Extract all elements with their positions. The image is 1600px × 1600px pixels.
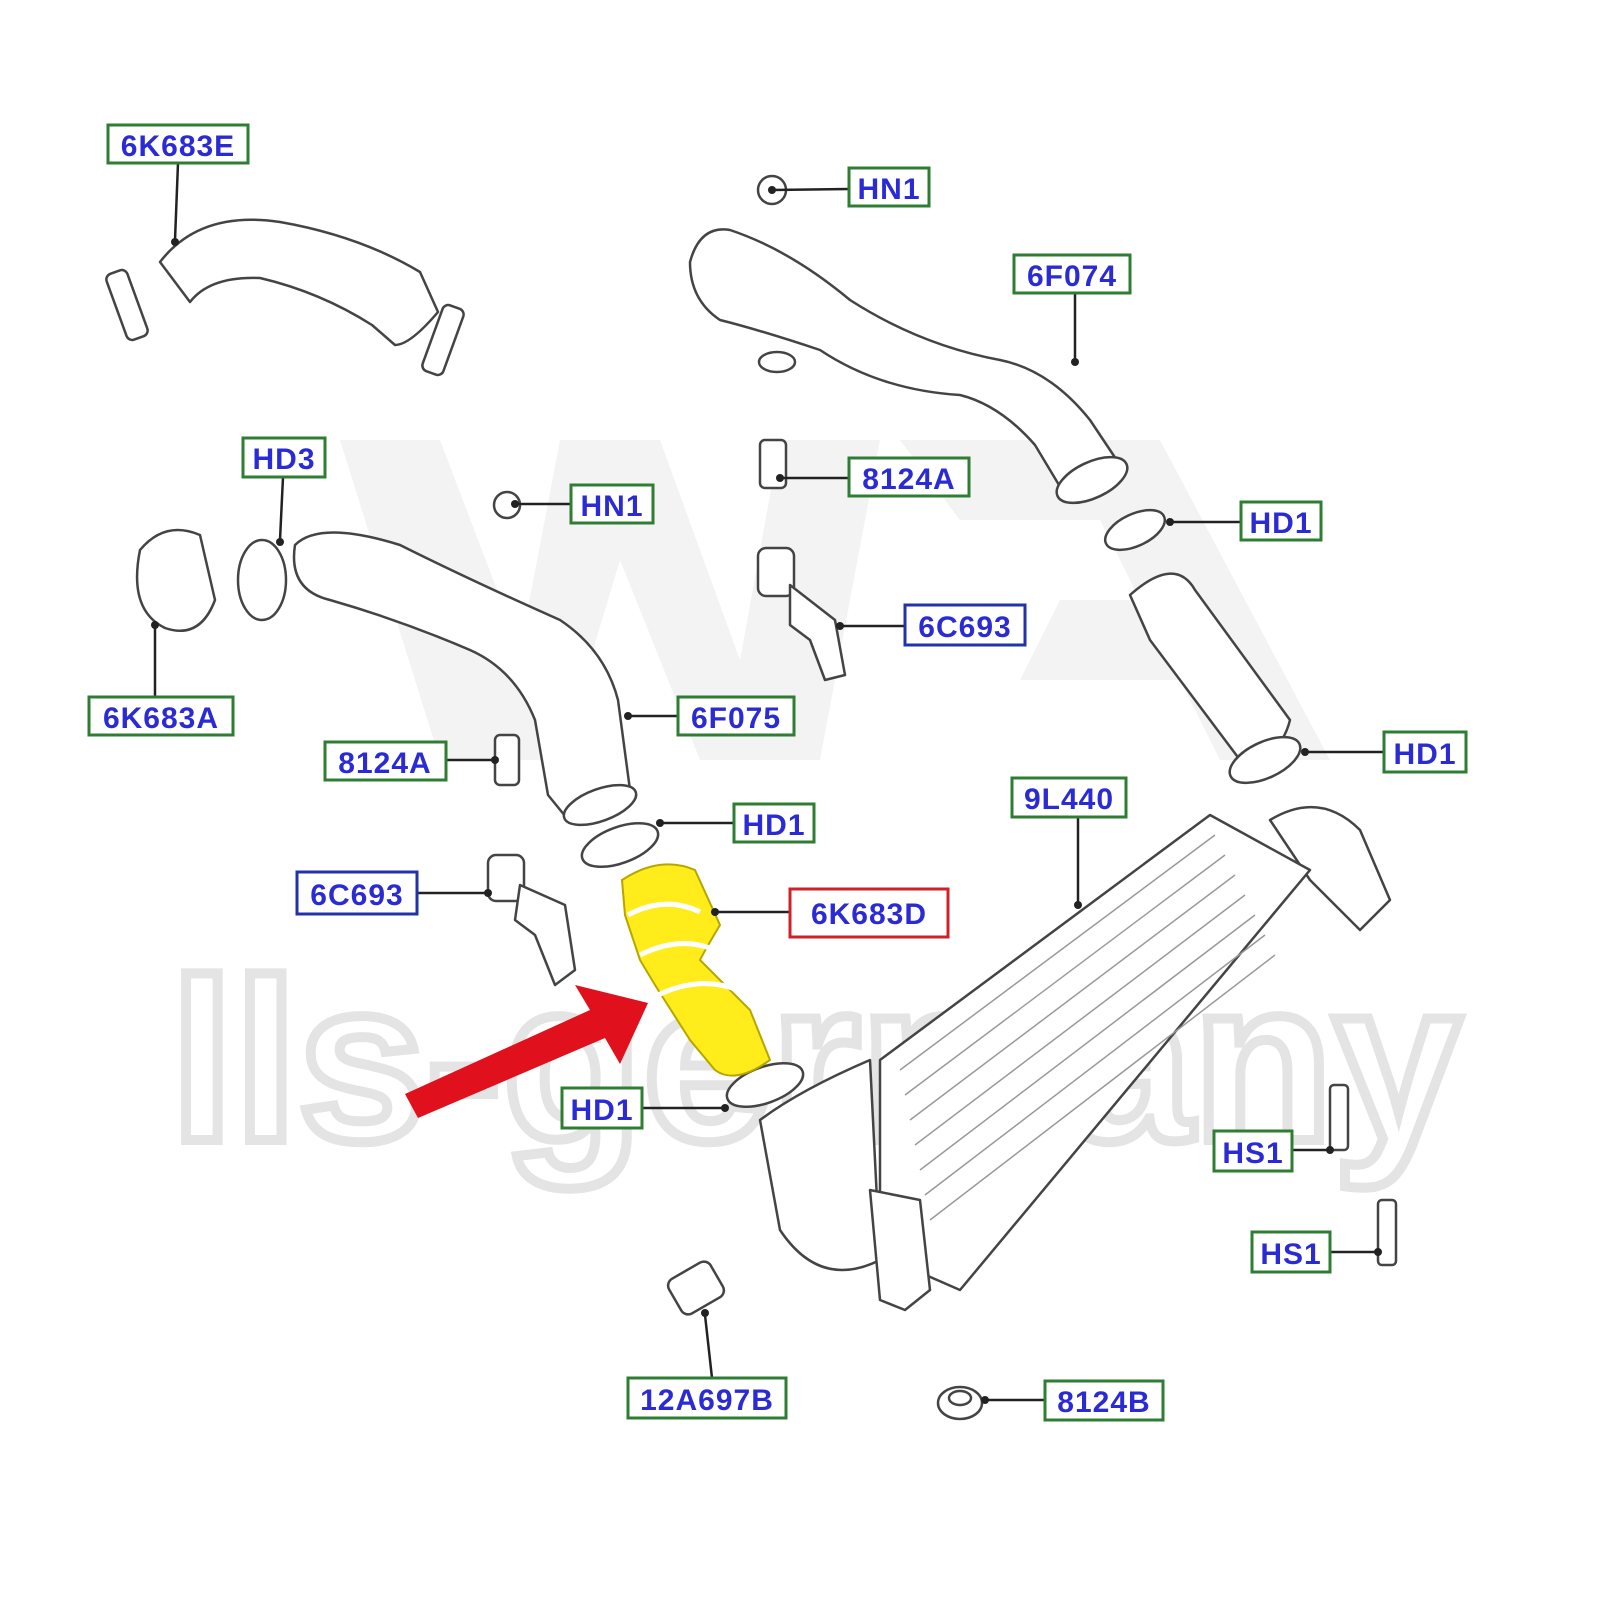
svg-text:8124B: 8124B bbox=[1057, 1386, 1150, 1419]
label-6c693-right[interactable]: 6C693 bbox=[903, 603, 1027, 647]
svg-text:HN1: HN1 bbox=[857, 173, 920, 206]
label-6c693-left[interactable]: 6C693 bbox=[295, 870, 419, 916]
label-hd1-right[interactable]: HD1 bbox=[1382, 730, 1468, 774]
bellows-right bbox=[1103, 508, 1392, 932]
svg-text:6F075: 6F075 bbox=[691, 702, 781, 735]
label-8124a-mid[interactable]: 8124A bbox=[323, 740, 448, 782]
label-6k683d-highlighted[interactable]: 6K683D bbox=[788, 887, 950, 939]
label-8124a-top[interactable]: 8124A bbox=[847, 456, 971, 498]
label-6k683a[interactable]: 6K683A bbox=[87, 695, 235, 737]
svg-text:HD1: HD1 bbox=[570, 1094, 633, 1127]
label-hs1-lower[interactable]: HS1 bbox=[1250, 1230, 1332, 1274]
highlighted-hose-6k683d bbox=[620, 863, 772, 1077]
label-hd1-lower[interactable]: HD1 bbox=[560, 1086, 644, 1130]
svg-text:HD1: HD1 bbox=[1393, 738, 1456, 771]
label-hn1-top[interactable]: HN1 bbox=[847, 166, 931, 208]
sensor-12a697b bbox=[666, 1260, 726, 1316]
label-12a697b[interactable]: 12A697B bbox=[626, 1376, 788, 1420]
svg-text:HD3: HD3 bbox=[252, 443, 315, 476]
highlight-fill bbox=[620, 863, 772, 1077]
elbow-6k683a bbox=[135, 528, 288, 633]
label-6f074[interactable]: 6F074 bbox=[1012, 253, 1132, 295]
svg-text:8124A: 8124A bbox=[338, 747, 431, 780]
svg-text:6C693: 6C693 bbox=[918, 611, 1011, 644]
svg-text:8124A: 8124A bbox=[862, 463, 955, 496]
label-hd1-mid[interactable]: HD1 bbox=[732, 802, 816, 844]
svg-text:6K683E: 6K683E bbox=[121, 130, 235, 163]
svg-text:9L440: 9L440 bbox=[1024, 783, 1114, 816]
label-8124b[interactable]: 8124B bbox=[1043, 1379, 1165, 1422]
hose-6f075 bbox=[292, 531, 638, 827]
svg-text:HD1: HD1 bbox=[742, 809, 805, 842]
svg-text:6F074: 6F074 bbox=[1027, 260, 1117, 293]
label-hs1-upper[interactable]: HS1 bbox=[1212, 1129, 1294, 1173]
red-arrow bbox=[405, 985, 648, 1118]
hose-6k683e bbox=[105, 218, 465, 377]
label-6k683e[interactable]: 6K683E bbox=[106, 123, 250, 165]
svg-text:HN1: HN1 bbox=[580, 490, 643, 523]
svg-text:6K683A: 6K683A bbox=[103, 702, 219, 735]
label-hd3[interactable]: HD3 bbox=[241, 436, 327, 479]
hose-6f074 bbox=[688, 228, 1129, 505]
leader-lines bbox=[151, 162, 1384, 1404]
label-hn1-mid[interactable]: HN1 bbox=[569, 483, 655, 525]
svg-text:12A697B: 12A697B bbox=[640, 1384, 774, 1417]
bolts-hs1 bbox=[1328, 1083, 1398, 1267]
mount-8124a-top bbox=[756, 350, 847, 682]
label-6f075[interactable]: 6F075 bbox=[676, 695, 796, 737]
svg-text:HD1: HD1 bbox=[1249, 507, 1312, 540]
grommet-8124b bbox=[936, 1385, 984, 1421]
svg-text:HS1: HS1 bbox=[1260, 1238, 1321, 1271]
svg-text:6K683D: 6K683D bbox=[811, 898, 927, 931]
mount-8124a-mid bbox=[486, 490, 577, 987]
svg-text:HS1: HS1 bbox=[1222, 1137, 1283, 1170]
svg-text:6C693: 6C693 bbox=[310, 879, 403, 912]
label-hd1-upper-right[interactable]: HD1 bbox=[1239, 500, 1323, 542]
intercooler-9l440 bbox=[758, 813, 1312, 1312]
label-9l440[interactable]: 9L440 bbox=[1010, 776, 1128, 819]
